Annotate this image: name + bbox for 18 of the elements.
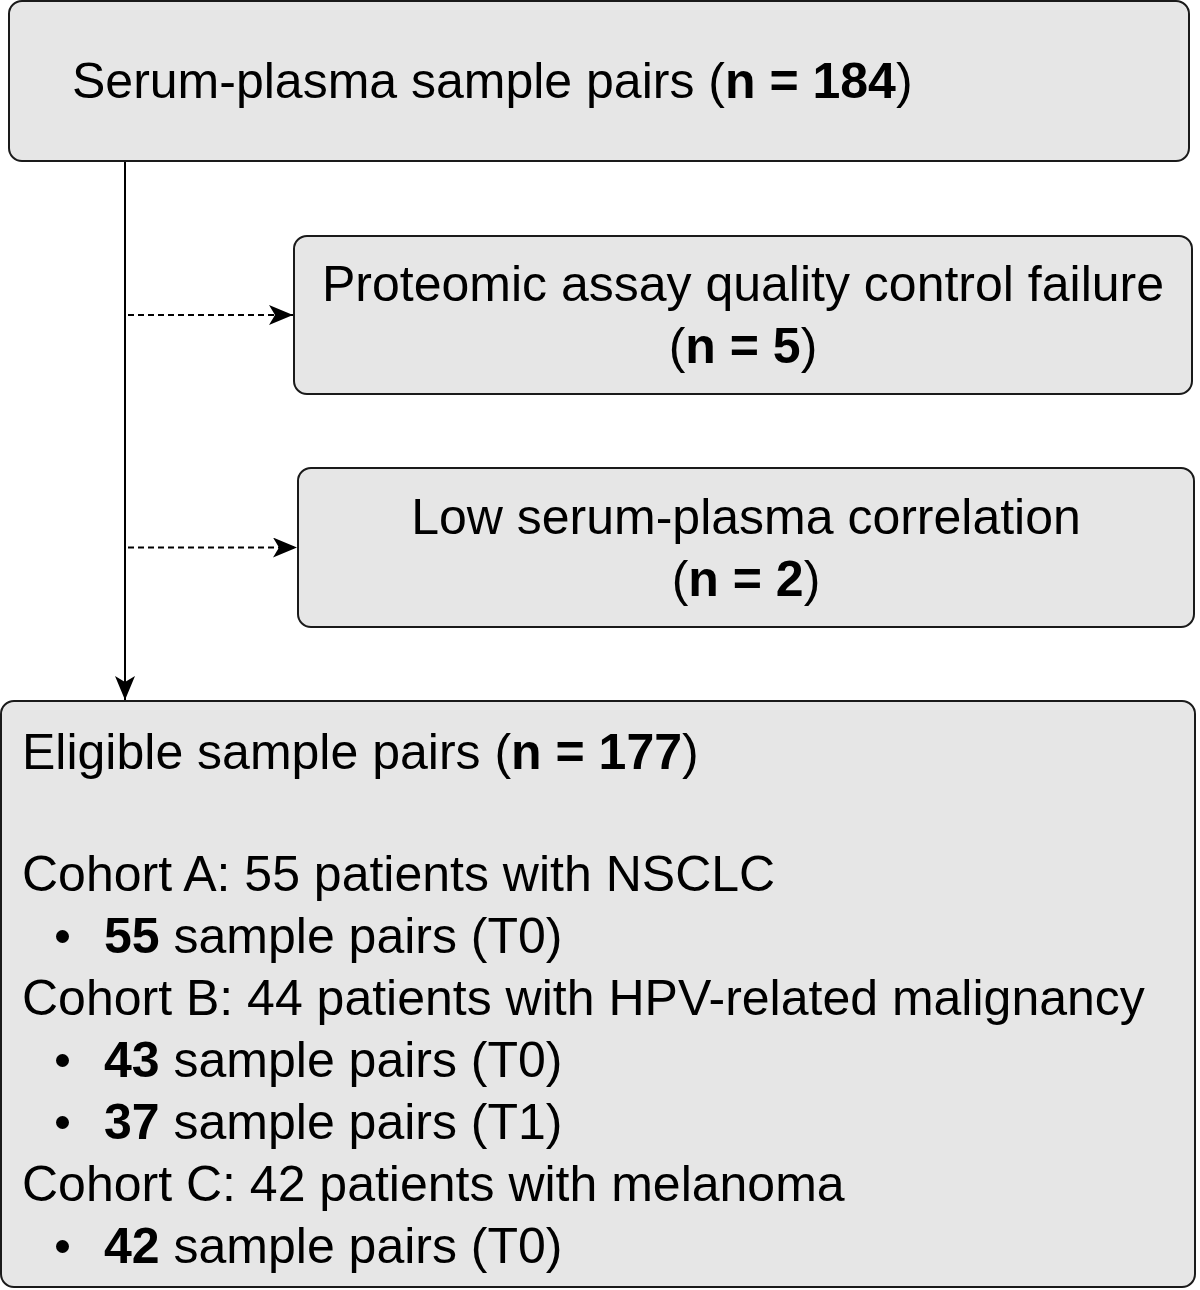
box-text: 42 sample pairs (T0) [104, 1217, 564, 1276]
box-text: Proteomic assay quality control failure (n = 5) [321, 255, 1165, 376]
process-box [297, 467, 1195, 628]
process-box [0, 700, 1196, 1288]
box-text: Eligible sample pairs (n = 177) [22, 723, 700, 782]
arrow [115, 161, 135, 701]
box-text: 37 sample pairs (T1) [104, 1093, 564, 1152]
dashed-arrow [127, 305, 294, 325]
box-text: Cohort C: 42 patients with melanoma [22, 1155, 845, 1214]
box-text: Serum-plasma sample pairs (n = 184) [72, 52, 914, 111]
process-box [293, 235, 1193, 395]
process-box [8, 0, 1190, 162]
box-text: Low serum-plasma correlation (n = 2) [410, 487, 1082, 609]
dashed-arrow [127, 537, 298, 558]
box-text: Cohort B: 44 patients with HPV-related malignancy [22, 969, 1145, 1028]
box-text: 55 sample pairs (T0) [104, 907, 564, 966]
box-text: Cohort A: 55 patients with NSCLC [22, 845, 776, 904]
box-text: 43 sample pairs (T0) [104, 1031, 564, 1090]
